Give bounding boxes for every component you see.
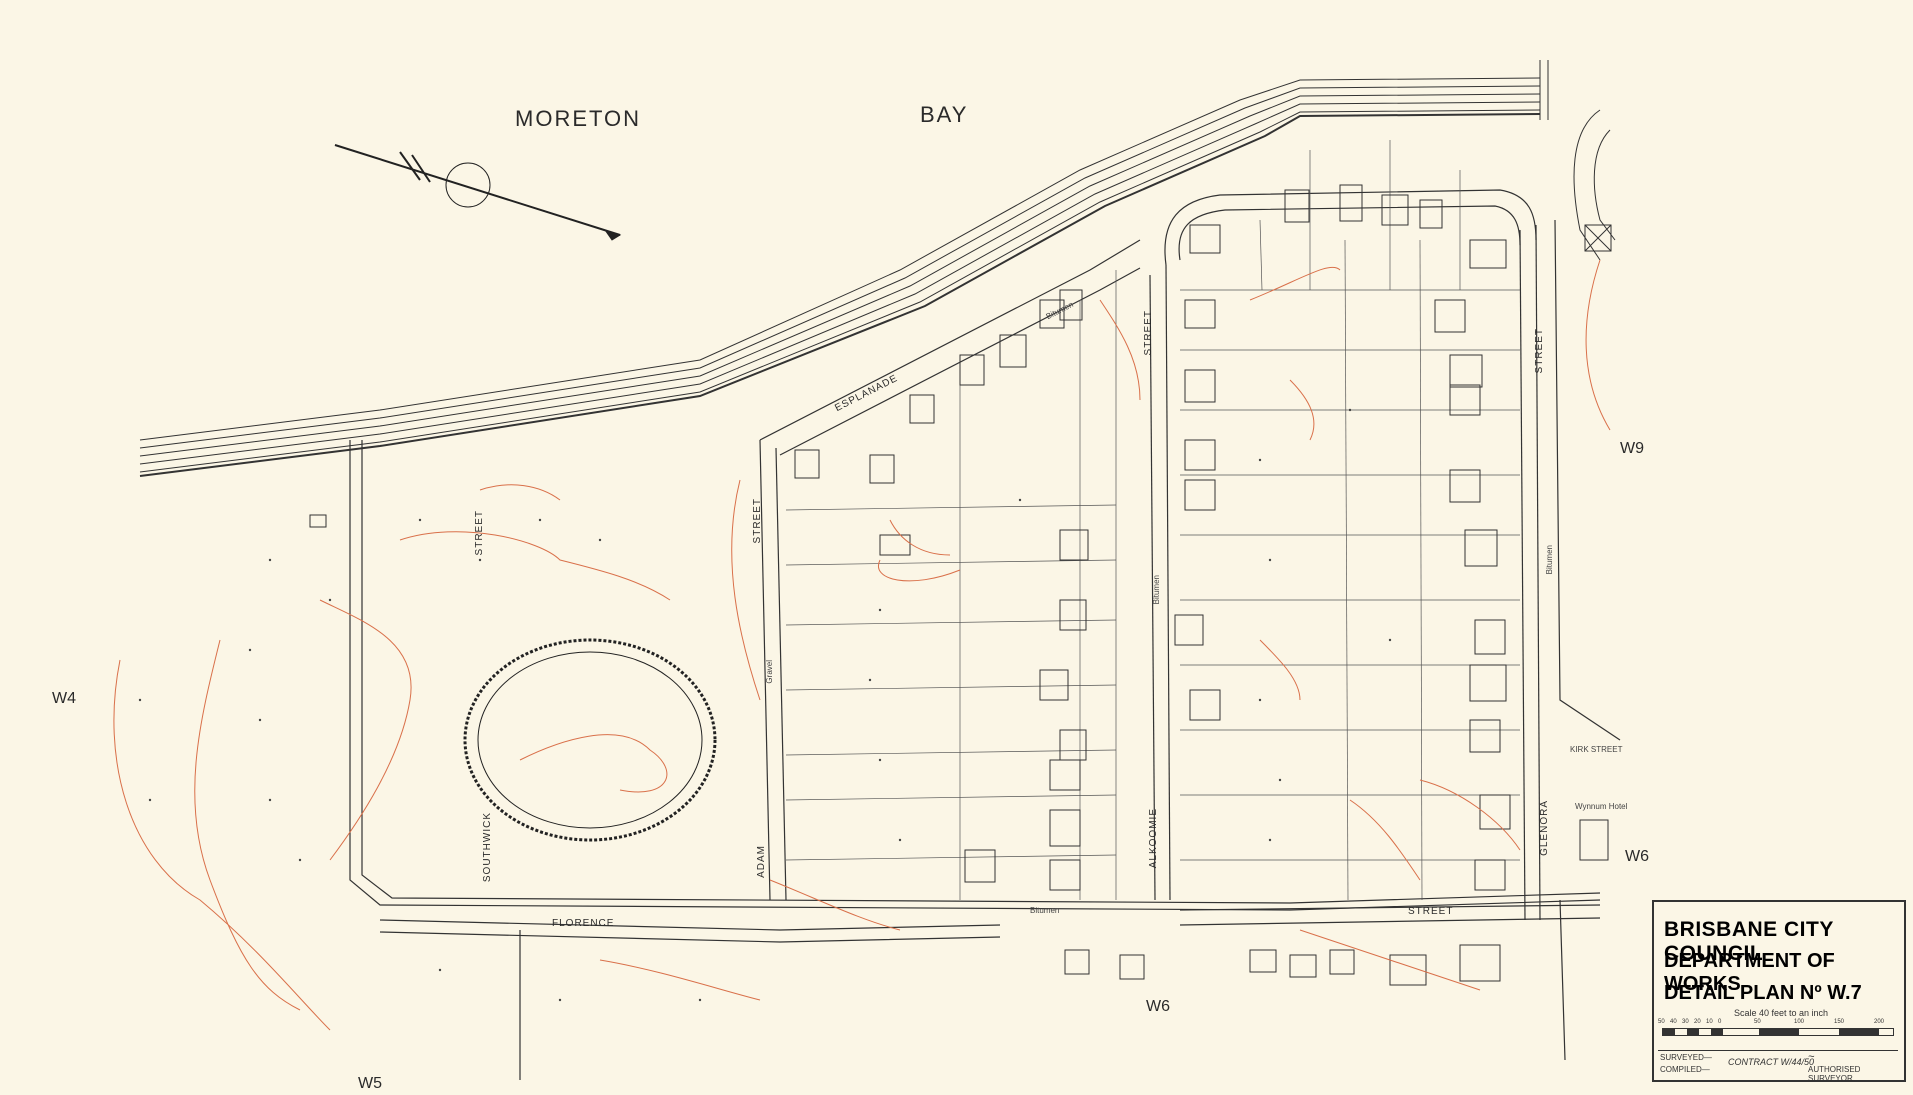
scale-tick-label: 40 xyxy=(1670,1019,1677,1025)
title-plan-number: DETAIL PLAN Nº W.7 xyxy=(1664,982,1862,1004)
scale-tick-label: 50 xyxy=(1658,1019,1665,1025)
title-footer: SURVEYED— COMPILED— CONTRACT W/44/50 ~ A… xyxy=(1658,1050,1898,1083)
contract-label: CONTRACT W/44/50 xyxy=(1728,1057,1815,1067)
title-department: DEPARTMENT OF WORKS xyxy=(1664,950,1835,995)
title-council: BRISBANE CITY COUNCIL xyxy=(1664,918,1834,965)
street-label-southwick-street: STREET xyxy=(474,510,485,556)
annotation-kirk-street: KIRK STREET xyxy=(1570,745,1623,754)
scale-tick-label: 10 xyxy=(1706,1019,1713,1025)
sheet-ref-w6-right[interactable]: W6 xyxy=(1625,848,1649,865)
annotation-bitumen-florence: Bitumen xyxy=(1030,906,1060,915)
scale-tick-label: 20 xyxy=(1694,1019,1701,1025)
street-label-glenora: GLENORA xyxy=(1539,800,1550,856)
annotation-bitumen-alkoomie: Bitumen xyxy=(1152,575,1161,605)
street-label-adam: ADAM xyxy=(756,845,767,878)
compiled-label: COMPILED— xyxy=(1660,1065,1710,1074)
scale-bar xyxy=(1662,1028,1894,1036)
surveyed-label: SURVEYED— xyxy=(1660,1053,1712,1062)
sheet-ref-w5[interactable]: W5 xyxy=(358,1075,382,1092)
scale-text: Scale 40 feet to an inch xyxy=(1734,1008,1829,1018)
annotation-wynnum-hotel: Wynnum Hotel xyxy=(1575,802,1628,811)
contour-lines xyxy=(113,259,1611,1031)
sheet-ref-w4[interactable]: W4 xyxy=(52,690,76,707)
scale-tick-label: 0 xyxy=(1718,1019,1722,1025)
sports-oval xyxy=(463,638,717,842)
coastline xyxy=(139,60,1616,477)
buildings xyxy=(309,184,1612,986)
sheet-ref-w9[interactable]: W9 xyxy=(1620,440,1644,457)
lot-lines xyxy=(785,140,1520,901)
scale-tick-label: 100 xyxy=(1794,1019,1805,1025)
street-label-adam-street: STREET xyxy=(752,498,763,544)
title-block: BRISBANE CITY COUNCIL DEPARTMENT OF WORK… xyxy=(1652,900,1906,1083)
annotation-gravel: Gravel xyxy=(765,660,774,684)
street-label-alkoomie: ALKOOMIE xyxy=(1148,808,1159,869)
scale-tick-label: 50 xyxy=(1754,1019,1761,1025)
annotation-bitumen-glenora: Bitumen xyxy=(1545,545,1554,575)
street-label-glenora-street: STREET xyxy=(1534,328,1545,374)
north-arrow xyxy=(334,144,622,241)
street-lines xyxy=(349,189,1621,1080)
street-label-southwick: SOUTHWICK xyxy=(482,812,493,883)
sheet-ref-w6-bottom[interactable]: W6 xyxy=(1146,998,1170,1015)
spot-heights xyxy=(138,408,1392,1002)
scale-tick-label: 200 xyxy=(1874,1019,1885,1025)
water-label-bay: BAY xyxy=(920,102,969,127)
scale-tick-label: 30 xyxy=(1682,1019,1689,1025)
scale-tick-label: 150 xyxy=(1834,1019,1845,1025)
street-label-bottom-street: STREET xyxy=(1408,906,1454,917)
water-label-moreton: MORETON xyxy=(515,106,642,131)
signature-mark: ~ xyxy=(1808,1051,1815,1063)
street-label-florence: FLORENCE xyxy=(552,918,615,929)
authorised-label: AUTHORISED SURVEYOR xyxy=(1808,1065,1861,1083)
street-label-alkoomie-street: STREET xyxy=(1143,310,1154,356)
